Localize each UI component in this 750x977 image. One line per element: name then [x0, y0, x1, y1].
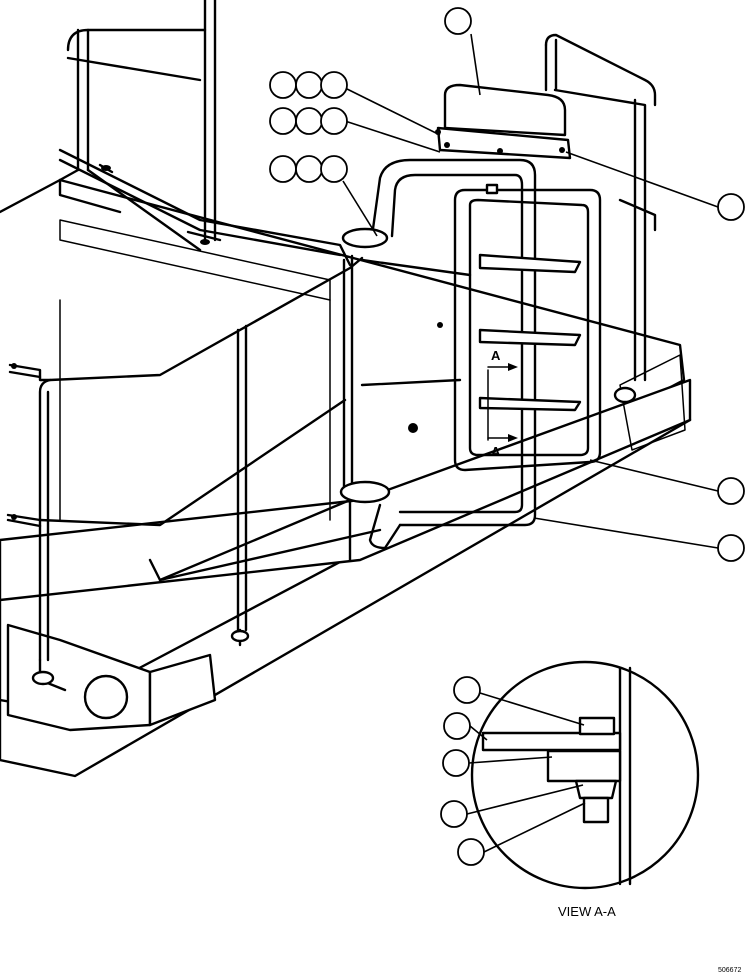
section-mark-bottom: A: [491, 444, 501, 459]
upper-hinge: [341, 227, 389, 249]
front-guard-rail: [6, 254, 364, 692]
callout-balloon: [295, 71, 323, 99]
callout-balloon: [457, 838, 485, 866]
drawing-code: 506672: [718, 967, 741, 974]
leader-lines: [342, 33, 719, 853]
callout-balloon: [442, 749, 470, 777]
lower-hinge: [339, 480, 391, 504]
view-label: VIEW A-A: [558, 904, 616, 919]
callout-balloon: [269, 155, 297, 183]
callout-balloon: [717, 193, 745, 221]
callout-balloon: [443, 712, 471, 740]
right-guard-rail: [544, 33, 657, 404]
callout-balloon: [440, 800, 468, 828]
callout-balloon: [269, 107, 297, 135]
callout-balloon: [295, 107, 323, 135]
step-cover: [435, 83, 572, 160]
platform-frame: [0, 178, 692, 778]
callout-balloon: [320, 107, 348, 135]
callout-balloon: [269, 71, 297, 99]
callout-balloons: [269, 7, 745, 866]
detail-view-a-a: VIEW A-A: [470, 660, 700, 919]
light-housing: [83, 674, 129, 720]
callout-balloon: [453, 676, 481, 704]
callout-balloon: [444, 7, 472, 35]
callout-balloon: [295, 155, 323, 183]
callout-balloon: [320, 155, 348, 183]
upper-guard-rail: [58, 0, 352, 267]
section-mark-top: A: [491, 348, 501, 363]
section-marks: A A: [487, 348, 518, 459]
callout-balloon: [320, 71, 348, 99]
callout-balloon: [717, 534, 745, 562]
callout-balloon: [717, 477, 745, 505]
ladder-assembly: [339, 158, 602, 550]
